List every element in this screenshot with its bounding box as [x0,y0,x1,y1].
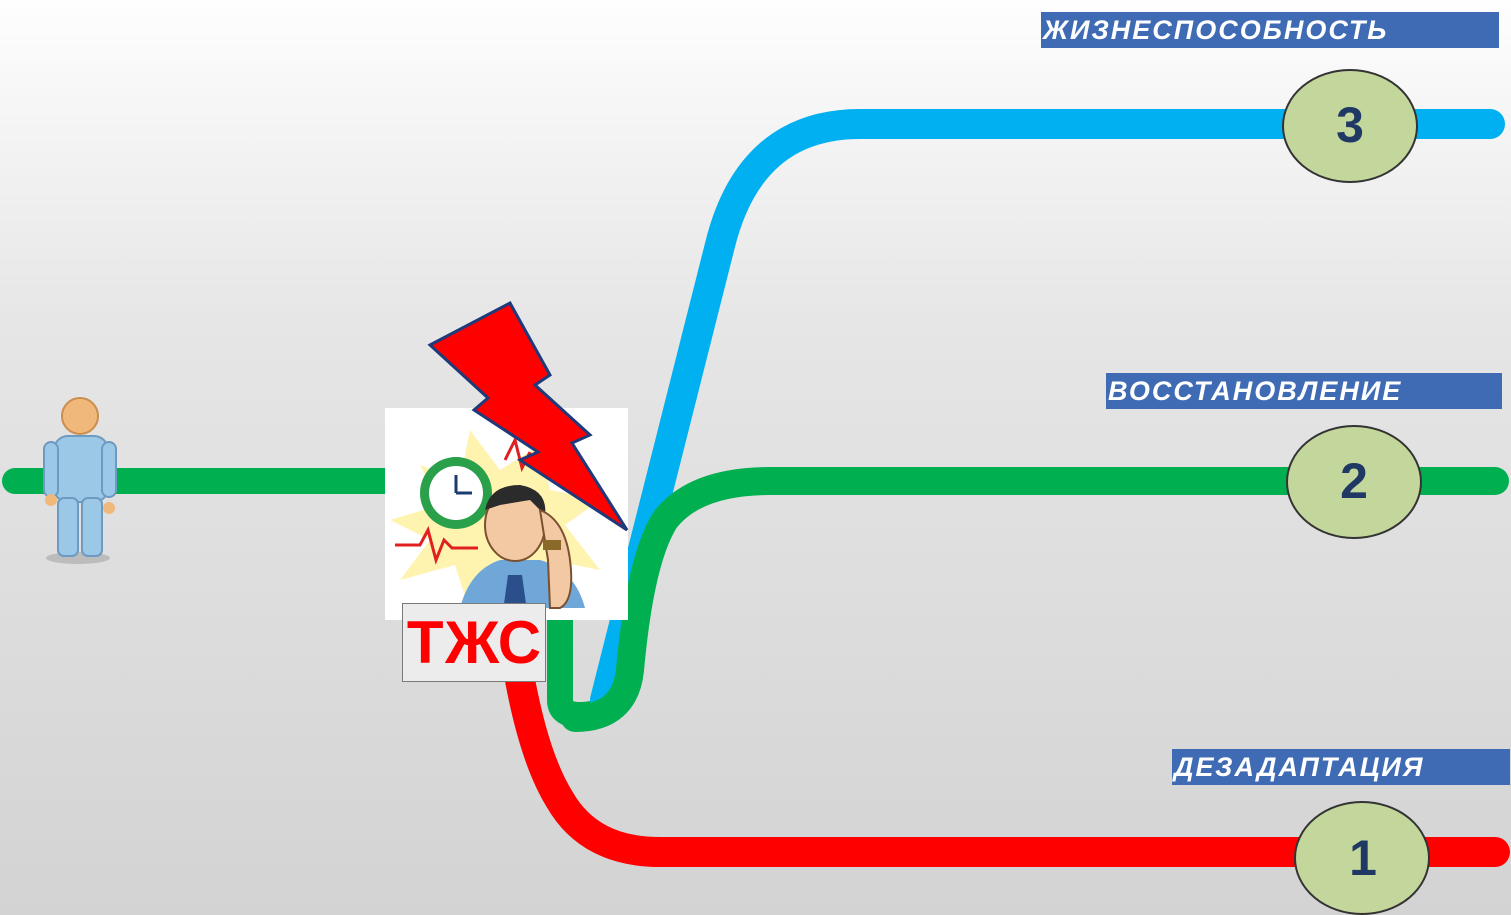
event-label: ТЖС [402,603,546,682]
clock-icon [420,457,492,529]
outcome-number-1: 1 [1303,828,1423,888]
outcome-label-dezadaptation: ДЕЗАДАПТАЦИЯ [1172,749,1510,785]
outcome-number-2: 2 [1294,451,1414,511]
person-icon [44,398,116,564]
outcome-number-3: 3 [1290,95,1410,155]
outcome-label-recovery: ВОССТАНОВЛЕНИЕ [1106,373,1502,409]
stress-picture [385,408,628,620]
outcome-label-viability: ЖИЗНЕСПОСОБНОСТЬ [1041,12,1499,48]
path-viability [605,124,1490,700]
